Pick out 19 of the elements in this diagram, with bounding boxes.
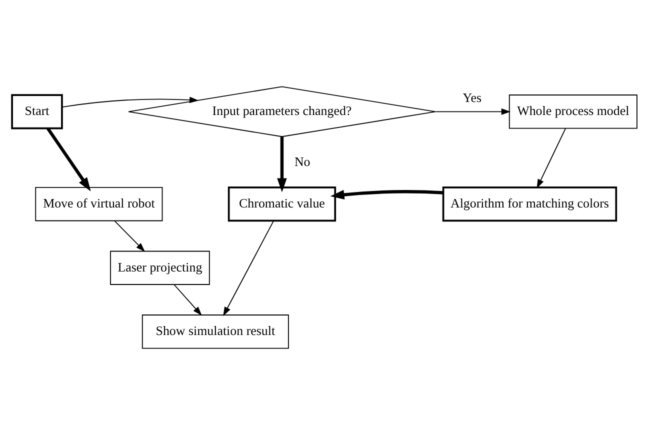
edge-label: Yes: [462, 90, 482, 105]
node-box: Start: [11, 94, 63, 129]
node-box: Chromatic value: [228, 186, 336, 222]
arrow: [536, 127, 566, 188]
node-diamond: Input parameters changed?: [128, 86, 436, 137]
arrow: [223, 220, 274, 316]
node-box: Whole process model: [508, 94, 638, 128]
node-box: Show simulation result: [142, 314, 289, 348]
arrow: [46, 126, 91, 191]
arrow: [330, 189, 444, 200]
arrow: [62, 96, 199, 108]
node-box: Move of virtual robot: [35, 186, 163, 221]
arrow: [277, 136, 287, 192]
edge-label: No: [294, 153, 310, 168]
arrow: [435, 108, 511, 114]
node-box: Algorithm for matching colors: [442, 186, 618, 222]
node-box: Laser projecting: [110, 250, 210, 284]
arrow: [174, 284, 202, 316]
arrow: [114, 220, 146, 252]
